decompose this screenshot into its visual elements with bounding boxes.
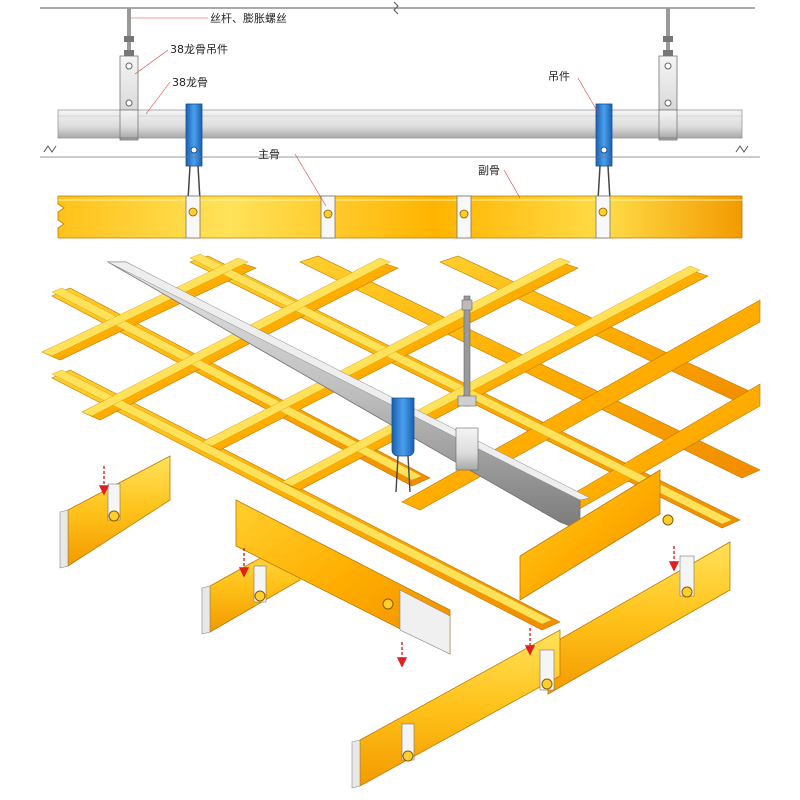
svg-text:38龙骨: 38龙骨 [172, 76, 208, 89]
svg-text:吊件: 吊件 [548, 70, 570, 83]
iso-blue-hanger [391, 397, 415, 493]
svg-text:副骨: 副骨 [478, 164, 500, 177]
label-main-keel: 主骨 [258, 148, 327, 207]
steel-main-channel [106, 261, 591, 531]
label-hanger: 吊件 [548, 70, 601, 117]
blue-hanger-right [595, 103, 613, 201]
isometric-grid-view [41, 253, 761, 789]
grid-top-faces [41, 253, 733, 625]
blue-hanger-left [185, 103, 203, 201]
svg-text:38龙骨吊件: 38龙骨吊件 [170, 43, 228, 56]
front-panels [59, 455, 731, 789]
break-mark [393, 1, 399, 15]
iso-threaded-rod [455, 295, 479, 471]
assembly-arrows [98, 466, 680, 668]
label-hanger-38: 38龙骨吊件 [134, 43, 228, 75]
main-keel-elevation [57, 195, 743, 239]
keel-38-channel [57, 109, 743, 139]
threaded-rod-left [124, 8, 134, 58]
svg-text:主骨: 主骨 [258, 148, 280, 161]
svg-text:丝杆、膨胀螺丝: 丝杆、膨胀螺丝 [210, 11, 287, 25]
label-keel-38: 38龙骨 [145, 76, 208, 115]
elevation-view: 丝杆、膨胀螺丝 38龙骨吊件 38龙骨 吊件 主骨 副骨 [40, 1, 760, 239]
label-screw-rod: 丝杆、膨胀螺丝 [131, 11, 287, 25]
threaded-rod-right [663, 8, 673, 58]
label-secondary-keel: 副骨 [478, 164, 521, 199]
